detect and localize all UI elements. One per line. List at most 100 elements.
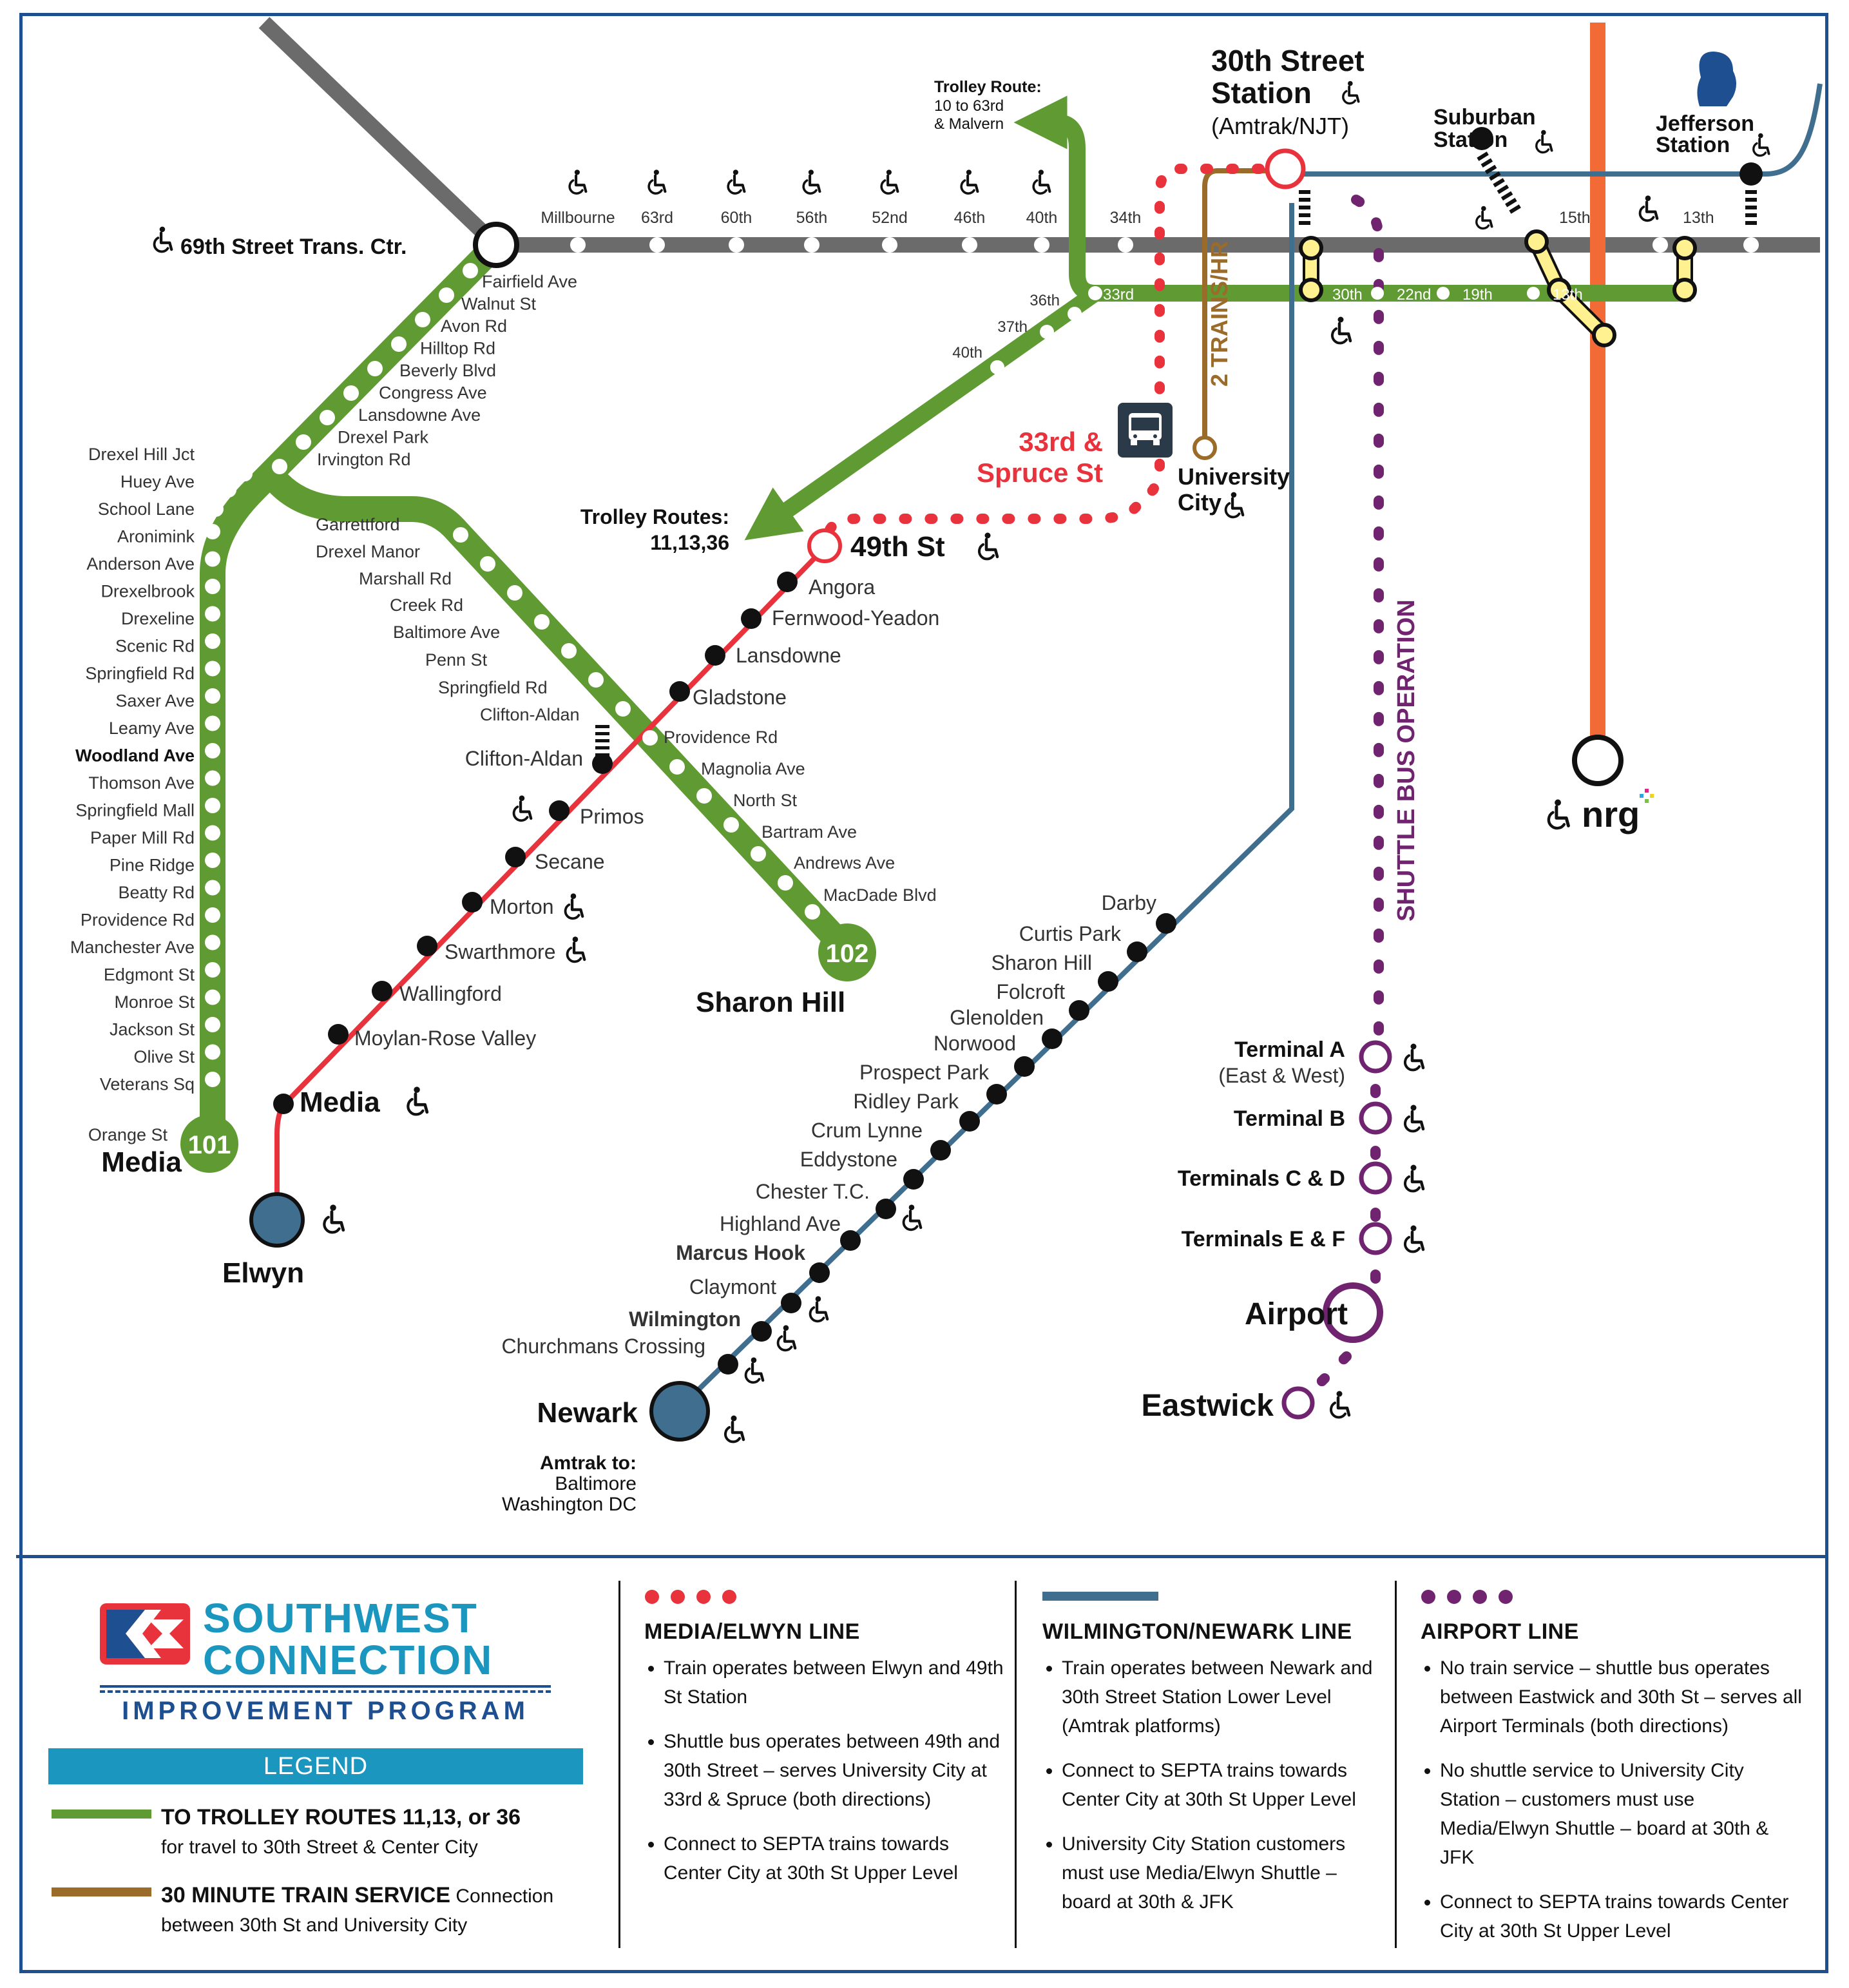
connector-node[interactable]: [1299, 278, 1323, 302]
trolley-101-stop[interactable]: [205, 770, 220, 786]
center-city-stop[interactable]: [1371, 287, 1384, 300]
trolley-101-stop[interactable]: [205, 798, 220, 813]
trolley-101-stop[interactable]: [205, 633, 220, 649]
trolley-102-stop[interactable]: [507, 585, 522, 601]
mfl-cc-stop[interactable]: [1743, 237, 1759, 253]
trolley-shared-stop[interactable]: [439, 287, 454, 303]
connector-node[interactable]: [1299, 236, 1323, 260]
trolley-101-stop[interactable]: [205, 661, 220, 677]
trolley-shared-stop[interactable]: [320, 410, 335, 425]
mfl-stop[interactable]: [729, 237, 744, 253]
wilmington-stop[interactable]: [840, 1230, 861, 1251]
connector-node[interactable]: [1672, 236, 1697, 260]
wilmington-stop[interactable]: [1127, 941, 1147, 962]
wilmington-stop[interactable]: [903, 1169, 924, 1190]
suburban-marker[interactable]: [1470, 127, 1493, 150]
trolley-102-stop[interactable]: [480, 556, 495, 572]
wilmington-stop[interactable]: [1014, 1056, 1035, 1077]
wilmington-stop[interactable]: [751, 1321, 772, 1342]
subway-surface-stop[interactable]: [1088, 286, 1102, 300]
trolley-101-stop[interactable]: [205, 1072, 220, 1087]
wilmington-stop[interactable]: [930, 1140, 951, 1161]
media-elwyn-stop[interactable]: [777, 572, 798, 592]
mfl-stop[interactable]: [1118, 237, 1133, 253]
trolley-101-stop[interactable]: [208, 501, 224, 517]
trolley-102-stop[interactable]: [588, 672, 604, 688]
wilmington-stop[interactable]: [959, 1111, 980, 1132]
media-elwyn-stop[interactable]: [417, 936, 437, 956]
connector-node[interactable]: [1524, 229, 1549, 254]
trolley-101-stop[interactable]: [205, 524, 220, 539]
trolley-101-stop[interactable]: [205, 579, 220, 594]
trolley-101-stop[interactable]: [221, 482, 236, 497]
media-elwyn-stop[interactable]: [592, 753, 613, 774]
wilmington-stop[interactable]: [718, 1354, 738, 1375]
mfl-stop[interactable]: [570, 237, 586, 253]
wilmington-stop[interactable]: [876, 1199, 896, 1219]
trolley-101-stop[interactable]: [205, 551, 220, 567]
subway-surface-stop[interactable]: [1040, 325, 1054, 339]
center-city-stop[interactable]: [1527, 287, 1540, 300]
thirtieth-street-marker[interactable]: [1265, 148, 1306, 189]
trolley-101-stop[interactable]: [237, 466, 253, 481]
airport-terminal-stop[interactable]: [1359, 1161, 1392, 1195]
trolley-shared-stop[interactable]: [415, 312, 430, 327]
mfl-stop[interactable]: [962, 237, 977, 253]
wilmington-stop[interactable]: [1042, 1028, 1062, 1049]
trolley-shared-stop[interactable]: [391, 336, 407, 352]
mfl-stop[interactable]: [804, 237, 819, 253]
trolley-102-stop[interactable]: [805, 904, 820, 920]
center-city-stop[interactable]: [1437, 287, 1450, 300]
trolley-101-stop[interactable]: [205, 989, 220, 1005]
wilmington-stop[interactable]: [1156, 913, 1176, 934]
trolley-101-stop[interactable]: [205, 962, 220, 978]
wilmington-stop[interactable]: [809, 1262, 830, 1283]
trolley-102-stop[interactable]: [534, 614, 550, 630]
media-elwyn-stop[interactable]: [669, 681, 690, 702]
media-elwyn-stop[interactable]: [372, 981, 392, 1001]
trolley-shared-stop[interactable]: [272, 459, 287, 474]
airport-terminal-stop[interactable]: [1359, 1040, 1392, 1074]
trolley-shared-stop[interactable]: [463, 263, 478, 278]
wilmington-stop[interactable]: [1069, 1000, 1089, 1021]
nrg-marker[interactable]: [1572, 735, 1624, 786]
mfl-cc-stop[interactable]: [1653, 237, 1668, 253]
trolley-101-stop[interactable]: [205, 743, 220, 758]
media-elwyn-stop[interactable]: [273, 1094, 294, 1114]
trolley-102-stop[interactable]: [751, 846, 766, 862]
mfl-stop[interactable]: [882, 237, 897, 253]
media-elwyn-stop[interactable]: [328, 1024, 349, 1045]
media-elwyn-stop[interactable]: [741, 608, 762, 629]
wilmington-stop[interactable]: [1098, 971, 1118, 992]
trolley-shared-stop[interactable]: [367, 361, 383, 376]
airport-terminal-stop[interactable]: [1359, 1222, 1392, 1255]
wilmington-stop[interactable]: [781, 1293, 801, 1313]
subway-surface-stop[interactable]: [990, 360, 1004, 374]
trolley-102-stop[interactable]: [615, 701, 631, 717]
mfl-stop[interactable]: [1034, 237, 1049, 253]
airport-marker[interactable]: [1323, 1282, 1383, 1343]
eastwick-marker[interactable]: [1281, 1386, 1315, 1420]
trolley-101-stop[interactable]: [205, 853, 220, 868]
trolley-shared-stop[interactable]: [296, 434, 311, 450]
trolley-101-stop[interactable]: [205, 825, 220, 841]
trolley-shared-stop[interactable]: [343, 385, 359, 401]
trolley-101-stop[interactable]: [205, 606, 220, 622]
trolley-101-stop[interactable]: [205, 1017, 220, 1032]
route-101-badge[interactable]: [180, 1115, 238, 1173]
connector-node[interactable]: [1672, 278, 1697, 302]
hub-69th-marker[interactable]: [473, 222, 519, 268]
trolley-102-stop[interactable]: [696, 788, 712, 804]
trolley-102-stop[interactable]: [778, 875, 793, 891]
forty-ninth-marker[interactable]: [807, 528, 842, 563]
trolley-102-stop[interactable]: [642, 730, 658, 746]
trolley-102-stop[interactable]: [723, 817, 739, 833]
media-elwyn-stop[interactable]: [705, 645, 725, 666]
media-elwyn-stop[interactable]: [462, 892, 483, 912]
trolley-101-stop[interactable]: [205, 715, 220, 731]
trolley-102-stop[interactable]: [561, 643, 577, 659]
media-elwyn-stop[interactable]: [549, 800, 570, 821]
wilmington-stop[interactable]: [986, 1084, 1007, 1105]
mfl-stop[interactable]: [649, 237, 665, 253]
airport-terminal-stop[interactable]: [1359, 1101, 1392, 1135]
